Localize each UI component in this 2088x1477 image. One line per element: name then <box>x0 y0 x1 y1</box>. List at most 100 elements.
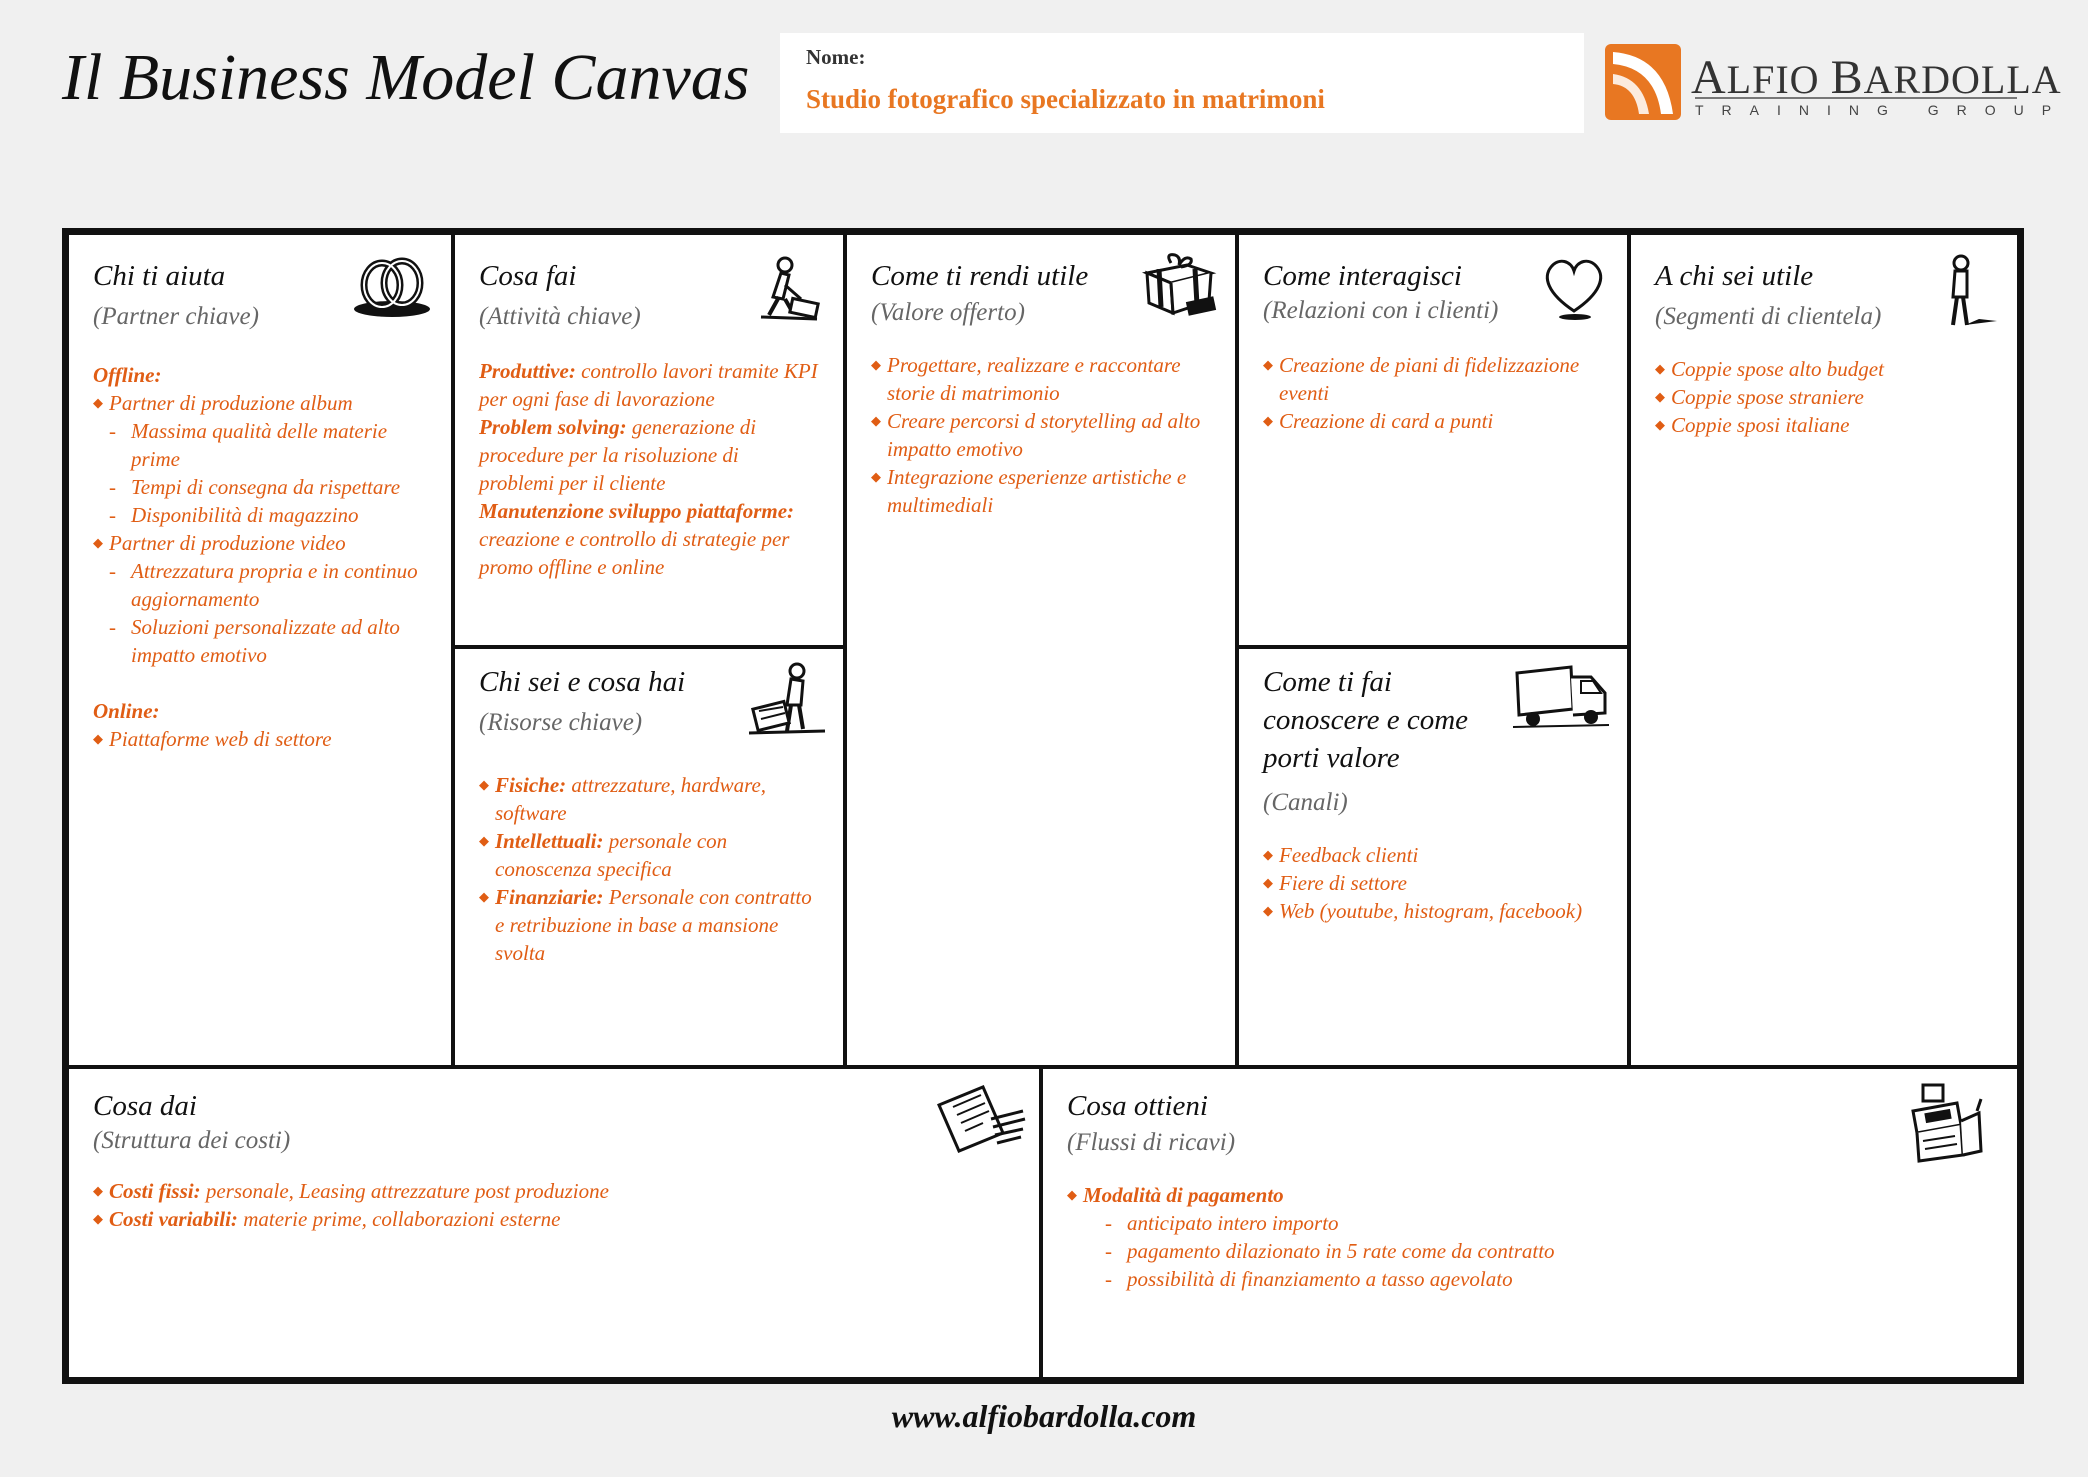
truck-icon <box>1512 665 1610 728</box>
resource-item: ◆ Finanziarie: Personale con contratto e … <box>479 883 819 967</box>
resource-item: ◆Intellettuali: personale con conoscenza… <box>479 827 819 883</box>
offline-subitem-text: Soluzioni personalizzate ad alto impatto… <box>131 615 400 667</box>
relationships-subtitle: (Relazioni con i clienti) <box>1263 297 1499 324</box>
activity-desc: creazione e controllo di strategie per p… <box>479 527 790 579</box>
cost-item-text: Costi fissi: personale, Leasing attrezza… <box>109 1177 609 1205</box>
cell-activities: Cosa fai (Attività chiave) Produttive: c… <box>455 235 847 649</box>
activity-item: Produttive: controllo lavori tramite KPI… <box>479 357 819 413</box>
offline-item-text: Partner di produzione album <box>109 391 353 415</box>
dash-mark: - <box>109 475 116 499</box>
standing-person-icon <box>1951 254 1997 326</box>
footer-url[interactable]: www.alfiobardolla.com <box>891 1398 1197 1434</box>
resource-item-desc: Personale con contratto e retribuzione i… <box>495 885 812 965</box>
cost-item-desc: materie prime, collaborazioni esterne <box>237 1207 561 1231</box>
segments-subtitle: (Segmenti di clientela) <box>1655 303 1882 330</box>
logo-mark-icon <box>1605 44 1681 120</box>
dash-mark: - <box>1105 1267 1112 1291</box>
costs-content: ◆ Costi fissi: personale, Leasing attrezz… <box>93 1177 1015 1233</box>
activities-title: Cosa fai <box>479 260 577 292</box>
resource-item: ◆ Fisiche: attrezzature, hardware, softwa… <box>479 771 819 827</box>
relationship-item-text: Creazione di card a punti <box>1279 409 1494 433</box>
bullet-icon: ◆ <box>1263 875 1273 890</box>
bullet-icon: ◆ <box>93 1183 103 1198</box>
logo-tagline: TRAINING GROUP <box>1695 102 2070 118</box>
bullet-icon: ◆ <box>1263 357 1273 372</box>
cost-item: ◆ Costi fissi: personale, Leasing attrezz… <box>93 1177 1015 1205</box>
online-item-text: Piattaforme web di settore <box>109 727 332 751</box>
resource-item-desc: attrezzature, hardware, software <box>495 773 767 825</box>
activities-content: Produttive: controllo lavori tramite KPI… <box>479 357 819 581</box>
activity-bold: Manutenzione sviluppo piattaforme: <box>479 499 795 523</box>
activity-desc: generazione di procedure per la risoluzi… <box>479 415 757 495</box>
offline-subitem-text: Massima qualità delle materie prime <box>131 419 388 471</box>
bullet-icon: ◆ <box>479 833 489 848</box>
segment-item-text: Coppie spose alto budget <box>1671 357 1884 381</box>
cost-item-desc: personale, Leasing attrezzature post pro… <box>200 1179 609 1203</box>
channel-item: ◆Fiere di settore <box>1263 869 1603 897</box>
offline-list: ◆Partner di produzione album-Massima qua… <box>93 389 427 669</box>
resource-item-text: Finanziarie: Personale con contratto e r… <box>495 883 819 967</box>
offline-label: Offline: <box>93 363 162 387</box>
bullet-icon: ◆ <box>1263 903 1273 918</box>
revenue-subitem-text: anticipato intero importo <box>1127 1211 1339 1235</box>
cost-item-bold: Costi variabili: <box>109 1207 238 1231</box>
bullet-icon: ◆ <box>1263 413 1273 428</box>
value-item-text: Creare percorsi d storytelling ad alto i… <box>887 409 1201 461</box>
resource-item-text: Fisiche: attrezzature, hardware, softwar… <box>495 771 819 827</box>
value-title: Come ti rendi utile <box>871 260 1089 292</box>
name-box: Nome: Studio fotografico specializzato i… <box>780 33 1584 133</box>
page-title: Il Business Model Canvas <box>62 41 750 114</box>
offline-subitem-text: Disponibilità di magazzino <box>131 503 359 527</box>
revenue-subitem: -pagamento dilazionato in 5 rate come da… <box>1067 1237 1993 1265</box>
cost-item-text: Costi variabili: materie prime, collabor… <box>109 1205 560 1233</box>
bullet-icon: ◆ <box>1263 847 1273 862</box>
channels-title: Come ti fai conoscere e come porti valor… <box>1263 666 1469 774</box>
online-item: ◆Piattaforme web di settore <box>93 725 427 753</box>
value-subtitle: (Valore offerto) <box>871 299 1025 326</box>
offline-item-text: Partner di produzione video <box>109 531 346 555</box>
relationships-content: ◆Creazione de piani di fidelizzazione ev… <box>1263 351 1603 435</box>
cost-item-bold: Costi fissi: <box>109 1179 201 1203</box>
segment-item-text: Coppie sposi italiane <box>1671 413 1850 437</box>
costs-title: Cosa dai <box>93 1090 197 1122</box>
relationships-title: Come interagisci <box>1263 260 1462 292</box>
resource-item-bold: Finanziarie: <box>495 885 604 909</box>
offline-subitem-text: Tempi di consegna da rispettare <box>131 475 401 499</box>
channel-item-text: Feedback clienti <box>1279 843 1419 867</box>
heart-icon <box>1545 259 1603 320</box>
activity-bold: Problem solving: <box>479 415 627 439</box>
revenue-subtitle: (Flussi di ricavi) <box>1067 1129 1236 1156</box>
activity-item: Manutenzione sviluppo piattaforme: creaz… <box>479 497 819 581</box>
costs-subtitle: (Struttura dei costi) <box>93 1127 291 1154</box>
bullet-icon: ◆ <box>871 357 881 372</box>
resource-item-bold: Intellettuali: <box>495 829 604 853</box>
channels-subtitle: (Canali) <box>1263 789 1348 816</box>
bullet-icon: ◆ <box>1655 389 1665 404</box>
online-list: ◆Piattaforme web di settore <box>93 725 427 753</box>
cell-relationships: Come interagisci (Relazioni con i client… <box>1239 235 1631 649</box>
cell-resources: Chi sei e cosa hai (Risorse chiave) ◆Fis… <box>455 649 847 1069</box>
bullet-icon: ◆ <box>871 469 881 484</box>
segment-item: ◆Coppie spose straniere <box>1655 383 1993 411</box>
bullet-icon: ◆ <box>479 777 489 792</box>
dash-mark: - <box>109 419 116 443</box>
bullet-icon: ◆ <box>479 889 489 904</box>
activity-desc: controllo lavori tramite KPI per ogni fa… <box>479 359 818 411</box>
invoice-icon <box>937 1085 1026 1153</box>
cell-costs: Cosa dai (Struttura dei costi) ◆ Costi fi… <box>69 1069 1043 1377</box>
cell-value: Come ti rendi utile (Valore offerto) ◆Pr… <box>847 235 1239 1069</box>
name-label: Nome: <box>806 45 866 69</box>
revenue-subitem-text: pagamento dilazionato in 5 rate come da … <box>1127 1239 1555 1263</box>
offline-subitem: -Attrezzatura propria e in continuo aggi… <box>93 557 427 613</box>
offline-subitem: -Tempi di consegna da rispettare <box>93 473 427 501</box>
offline-subitem: -Massima qualità delle materie prime <box>93 417 427 473</box>
logo-rule <box>1695 97 2017 99</box>
relationship-item: ◆ Creazione di card a punti <box>1263 407 1603 435</box>
resources-title: Chi sei e cosa hai <box>479 666 686 698</box>
name-value: Studio fotografico specializzato in matr… <box>806 84 1325 114</box>
cell-segments: A chi sei utile (Segmenti di clientela) … <box>1631 235 2017 1069</box>
dash-mark: - <box>109 503 116 527</box>
relationship-item: ◆Creazione de piani di fidelizzazione ev… <box>1263 351 1603 407</box>
segments-title: A chi sei utile <box>1655 260 1814 292</box>
gift-icon <box>1141 253 1217 316</box>
